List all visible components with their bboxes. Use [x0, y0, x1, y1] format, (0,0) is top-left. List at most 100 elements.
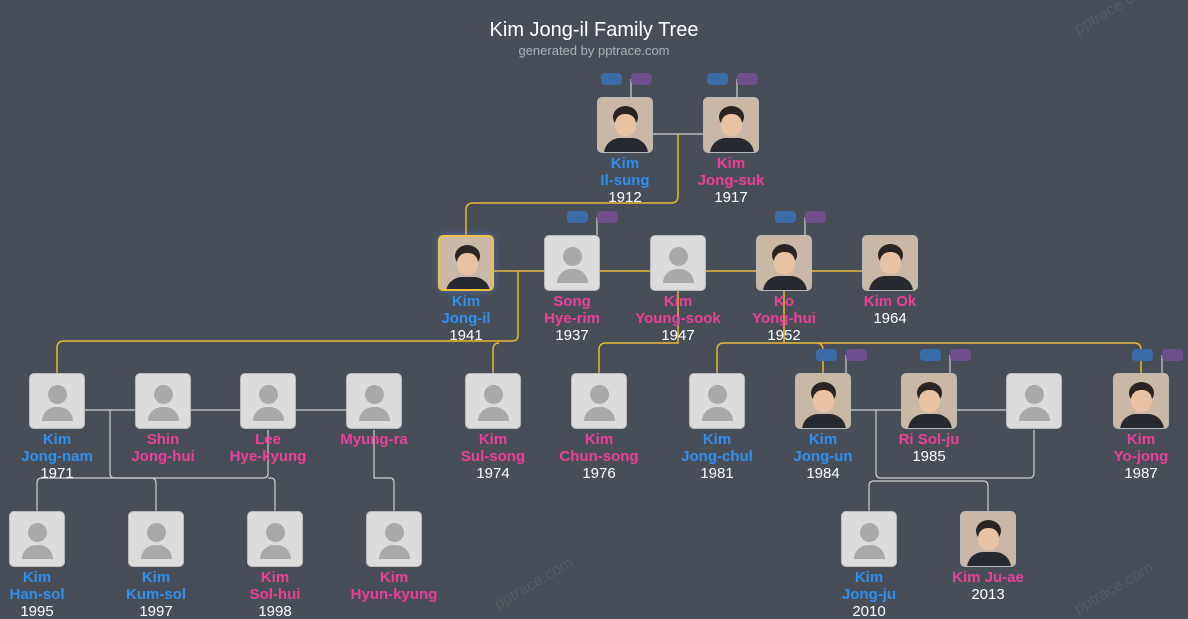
add-mother-button[interactable]	[597, 211, 618, 223]
avatar-body-icon	[584, 407, 615, 421]
person-name-line1: Ko	[774, 293, 794, 310]
add-father-button[interactable]	[567, 211, 588, 223]
person-name-line1: Kim	[1126, 431, 1156, 448]
person-name-line1: Kim	[808, 431, 838, 448]
add-mother-button[interactable]	[950, 349, 971, 361]
person-name-line2: Jong-nam	[21, 448, 93, 465]
person-card-hyun-kyung[interactable]	[366, 511, 422, 567]
person-card-yo-jong[interactable]	[1113, 373, 1169, 429]
bloodline	[465, 134, 679, 235]
person-card-jong-nam[interactable]	[29, 373, 85, 429]
avatar-head-icon	[147, 523, 166, 542]
add-father-button[interactable]	[1132, 349, 1153, 361]
avatar-face-icon	[978, 528, 999, 550]
birth-year: 1987	[1124, 465, 1158, 482]
add-father-button[interactable]	[707, 73, 728, 85]
person-card-myung-ra[interactable]	[346, 373, 402, 429]
person-name-line1: Kim	[663, 293, 693, 310]
person-card-han-sol[interactable]	[9, 511, 65, 567]
birth-year: 1941	[449, 327, 483, 344]
person-card-ju-ae[interactable]	[960, 511, 1016, 567]
avatar-face-icon	[919, 390, 940, 412]
child-line	[36, 477, 157, 511]
bloodline	[598, 290, 679, 373]
birth-year: 1995	[20, 603, 54, 619]
person-label[interactable]: Myung-ra	[304, 431, 444, 448]
birth-year: 1985	[912, 448, 946, 465]
add-mother-button[interactable]	[631, 73, 652, 85]
birth-year: 1917	[714, 189, 748, 206]
avatar-head-icon	[1025, 385, 1044, 404]
person-card-sul-song[interactable]	[465, 373, 521, 429]
add-mother-button[interactable]	[1162, 349, 1183, 361]
bloodline	[56, 271, 519, 373]
person-card-shin[interactable]	[135, 373, 191, 429]
avatar-body-icon	[379, 545, 410, 559]
avatar-body-icon	[604, 138, 648, 152]
person-card-kim-ok[interactable]	[862, 235, 918, 291]
avatar-face-icon	[813, 390, 834, 412]
person-card-unknown[interactable]	[1006, 373, 1062, 429]
add-father-button[interactable]	[920, 349, 941, 361]
add-mother-button[interactable]	[737, 73, 758, 85]
add-mother-button[interactable]	[846, 349, 867, 361]
person-name-line1: Myung-ra	[340, 431, 408, 448]
person-card-sol-hui[interactable]	[247, 511, 303, 567]
avatar-head-icon	[484, 385, 503, 404]
add-mother-button[interactable]	[805, 211, 826, 223]
birth-year: 1964	[873, 310, 907, 327]
person-card-jong-ju[interactable]	[841, 511, 897, 567]
person-name-line2: Hyun-kyung	[350, 586, 438, 603]
avatar-body-icon	[1120, 414, 1164, 428]
add-father-button[interactable]	[601, 73, 622, 85]
person-name-line1: Kim	[260, 569, 290, 586]
add-father-button[interactable]	[816, 349, 837, 361]
person-card-ri[interactable]	[901, 373, 957, 429]
person-card-kum-sol[interactable]	[128, 511, 184, 567]
person-card-jong-un[interactable]	[795, 373, 851, 429]
person-card-jong-chul[interactable]	[689, 373, 745, 429]
avatar-head-icon	[28, 523, 47, 542]
avatar-body-icon	[42, 407, 73, 421]
birth-year: 1976	[582, 465, 616, 482]
person-card-lee[interactable]	[240, 373, 296, 429]
person-card-jong-suk[interactable]	[703, 97, 759, 153]
avatar-body-icon	[802, 414, 846, 428]
person-card-chun-song[interactable]	[571, 373, 627, 429]
person-card-jong-il[interactable]	[438, 235, 494, 291]
person-card-ko[interactable]	[756, 235, 812, 291]
person-name-line1: Kim Ju-ae	[952, 569, 1024, 586]
person-card-il-sung[interactable]	[597, 97, 653, 153]
person-name-line1: Song	[553, 293, 591, 310]
person-name-line2: Sol-hui	[249, 586, 301, 603]
person-card-young-sook[interactable]	[650, 235, 706, 291]
person-card-song[interactable]	[544, 235, 600, 291]
add-father-button[interactable]	[775, 211, 796, 223]
page-subtitle: generated by pptrace.com	[518, 43, 670, 58]
person-name-line2: Kum-sol	[126, 586, 186, 603]
avatar-face-icon	[721, 114, 742, 136]
person-name-line1: Kim	[379, 569, 409, 586]
